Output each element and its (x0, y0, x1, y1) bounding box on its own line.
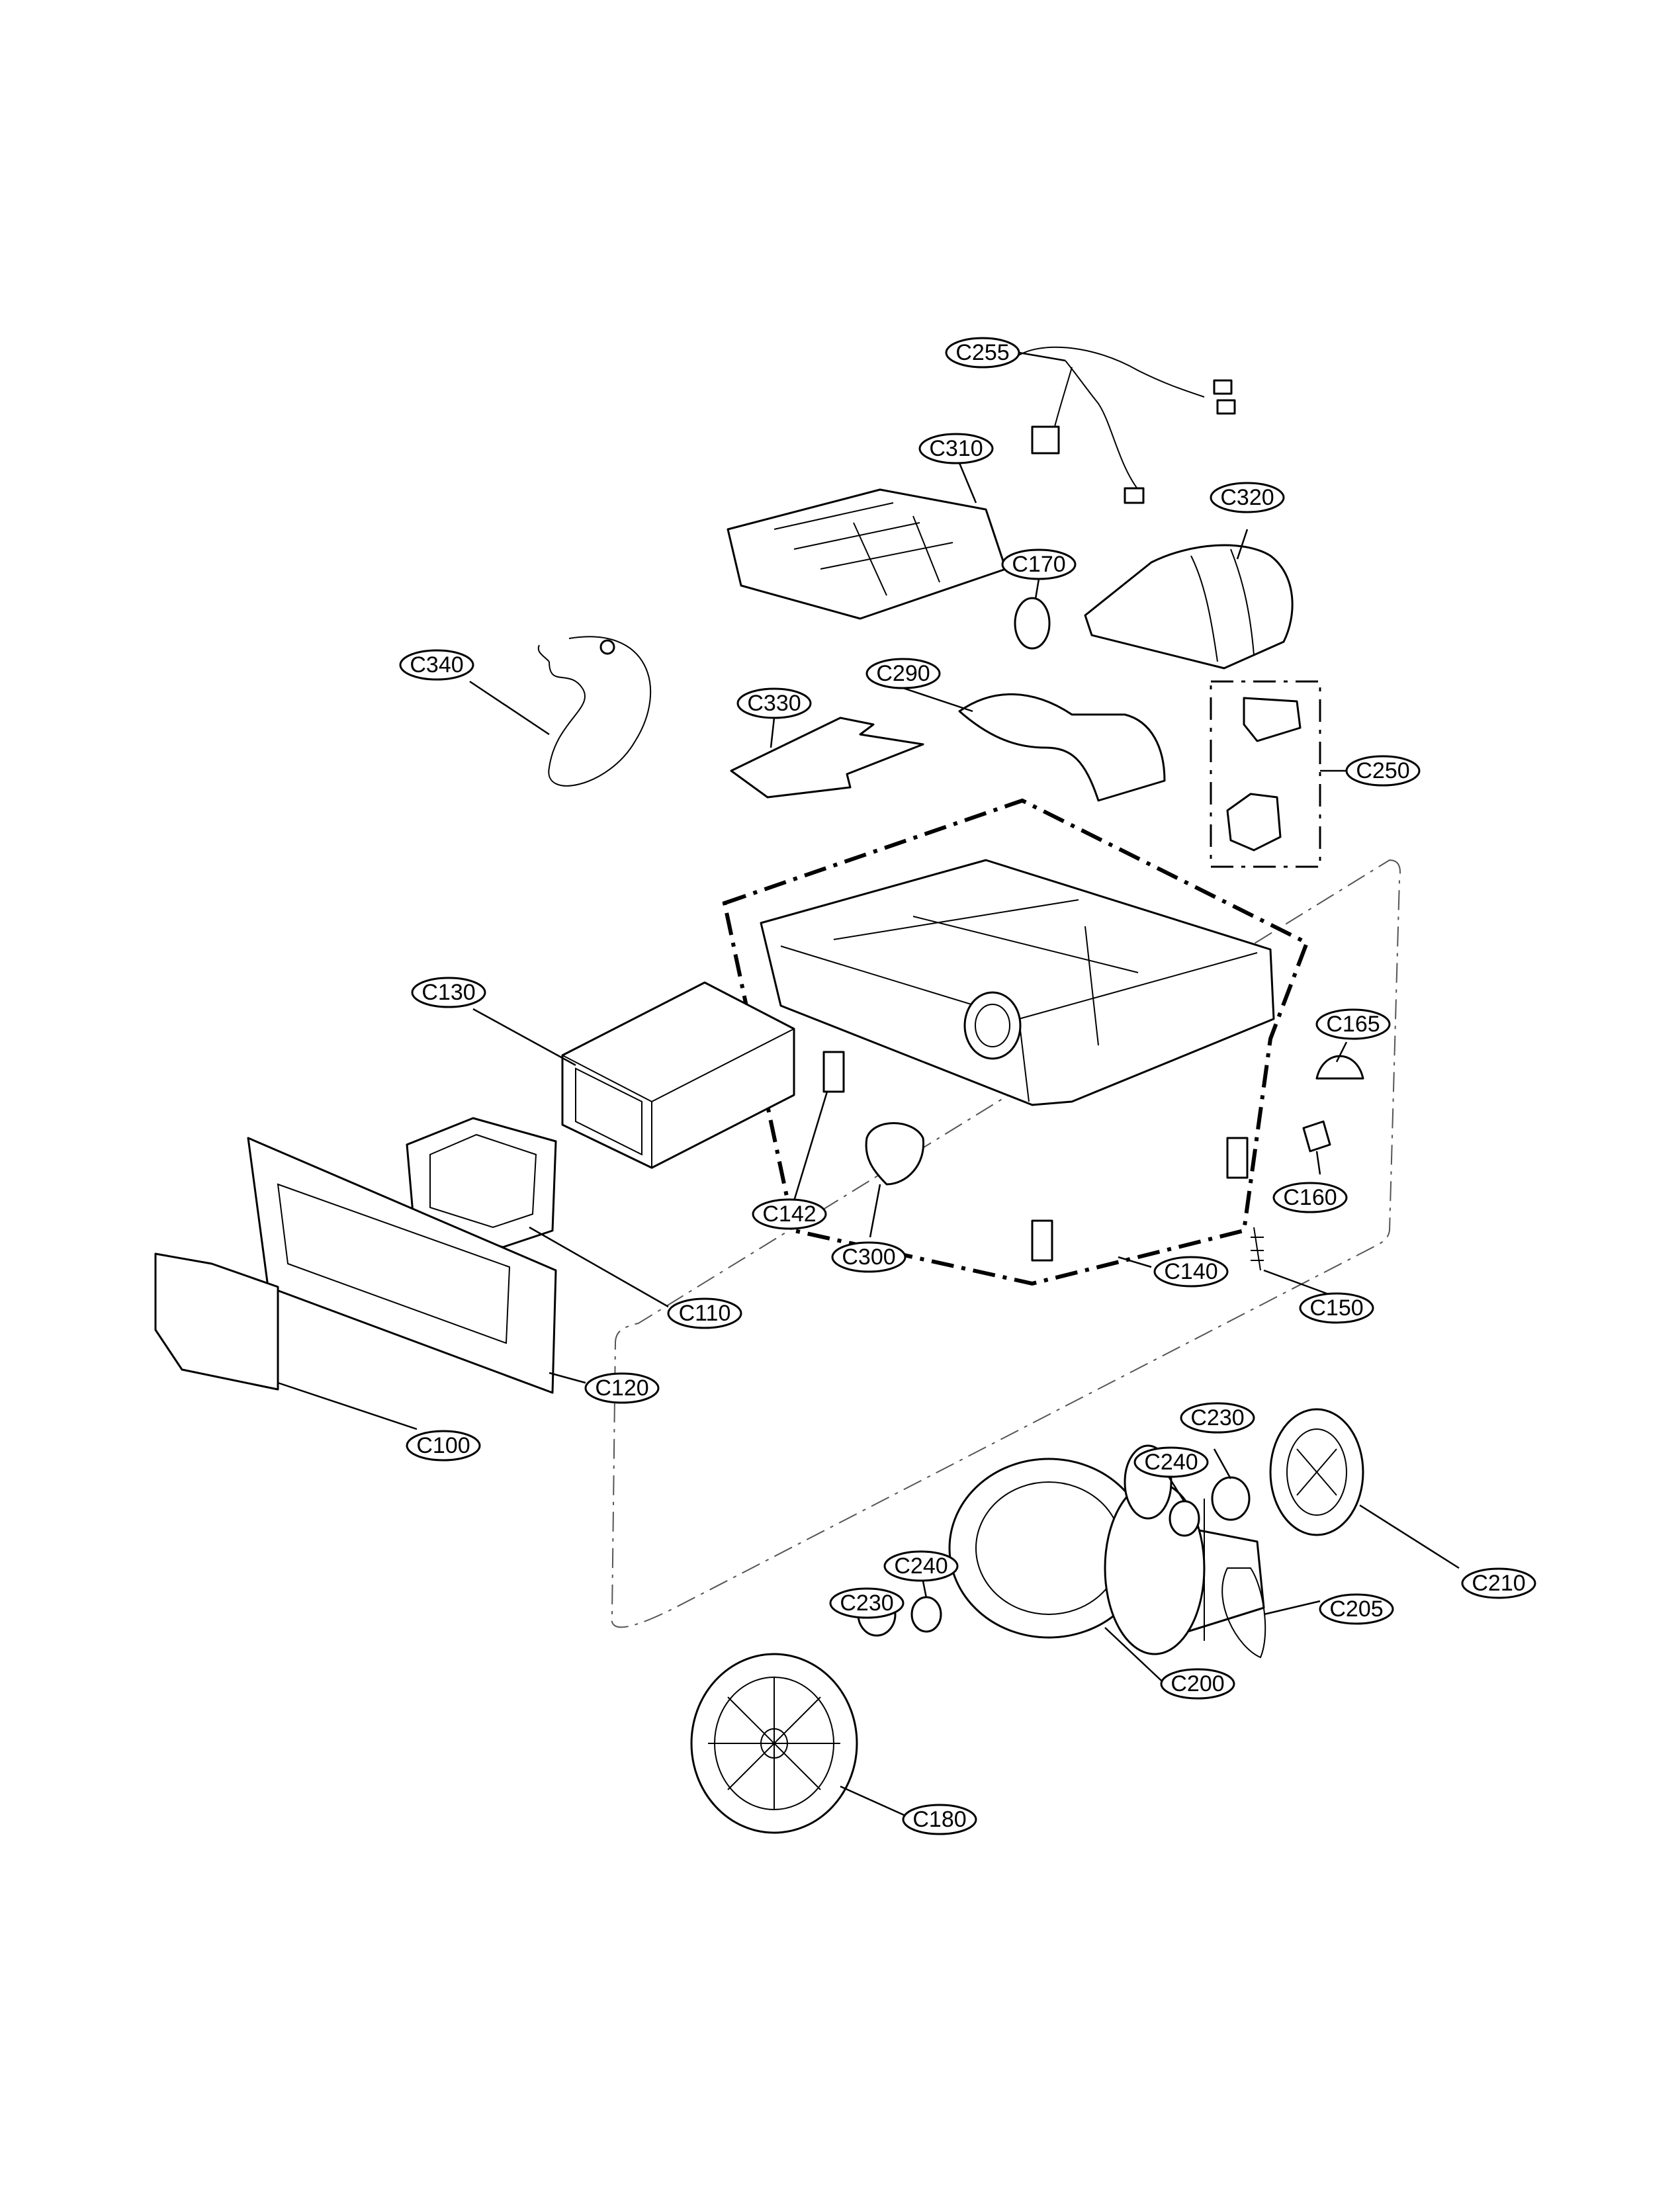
callout-C240-right: C240 (1133, 1446, 1209, 1478)
callout-C340: C340 (399, 649, 474, 681)
callout-label: C320 (1220, 485, 1274, 510)
callout-label: C205 (1329, 1597, 1383, 1622)
top-cover (727, 488, 1007, 620)
callout-C140: C140 (1153, 1256, 1229, 1288)
callout-label: C340 (410, 652, 463, 678)
callout-label: C142 (762, 1202, 816, 1227)
callout-label: C165 (1326, 1012, 1380, 1037)
blower-housing (1084, 544, 1294, 670)
base-assembly (760, 859, 1275, 1106)
hardware (822, 1051, 1364, 1271)
mounting-plate (730, 717, 924, 799)
front-panel (247, 1137, 557, 1394)
callout-C110: C110 (667, 1297, 742, 1329)
callout-label: C290 (876, 661, 930, 686)
callout-label: C255 (955, 340, 1009, 365)
callout-label: C150 (1309, 1295, 1363, 1321)
callout-label: C200 (1171, 1671, 1224, 1696)
callout-C180: C180 (902, 1804, 977, 1835)
motor-group-boundary (611, 859, 1401, 1628)
o-ring (1014, 597, 1051, 650)
callout-label: C160 (1283, 1185, 1337, 1210)
callout-C200: C200 (1160, 1668, 1235, 1700)
callout-label: C170 (1012, 552, 1065, 577)
callout-C120: C120 (584, 1372, 660, 1404)
callout-label: C250 (1356, 758, 1409, 783)
callout-C165: C165 (1315, 1008, 1391, 1040)
drain-hose (537, 636, 651, 787)
callout-label: C240 (894, 1553, 948, 1579)
callout-C230-left: C230 (829, 1587, 905, 1619)
callout-C142: C142 (752, 1198, 827, 1230)
wire-harness (1015, 346, 1236, 504)
callout-C210: C210 (1461, 1567, 1536, 1599)
access-door (154, 1252, 279, 1391)
callout-C170: C170 (1001, 548, 1077, 580)
callout-C300: C300 (831, 1241, 906, 1273)
drive-belt (1221, 1567, 1266, 1659)
callout-label: C110 (679, 1301, 731, 1326)
callout-C240-left: C240 (883, 1550, 959, 1582)
callout-C100: C100 (406, 1430, 481, 1462)
callout-C255: C255 (945, 337, 1020, 369)
callout-label: C230 (1190, 1405, 1244, 1430)
callout-C290: C290 (865, 658, 941, 689)
callout-C130: C130 (411, 977, 486, 1008)
callout-label: C140 (1164, 1259, 1217, 1284)
callout-label: C120 (595, 1376, 648, 1401)
callout-label: C310 (929, 436, 983, 461)
motor-assembly (948, 1444, 1265, 1655)
filter-box (561, 981, 795, 1169)
callout-label: C330 (747, 691, 801, 716)
callout-label: C300 (842, 1245, 895, 1270)
leader-lines (277, 351, 1460, 1817)
callout-C330: C330 (736, 687, 812, 719)
air-duct (958, 693, 1166, 802)
callout-C160: C160 (1272, 1182, 1348, 1213)
callout-C250: C250 (1345, 755, 1421, 787)
callout-label: C130 (421, 980, 475, 1005)
callout-C205: C205 (1319, 1593, 1394, 1625)
callout-C320: C320 (1210, 482, 1285, 513)
callout-C150: C150 (1299, 1292, 1374, 1324)
right-fan (1269, 1408, 1364, 1536)
callout-label: C230 (840, 1591, 893, 1616)
callout-label: C240 (1144, 1450, 1198, 1475)
callout-label: C180 (912, 1807, 966, 1832)
callout-C310: C310 (918, 433, 994, 464)
callout-C230-right: C230 (1180, 1402, 1255, 1434)
callout-label: C100 (416, 1433, 470, 1458)
callout-label: C210 (1472, 1571, 1525, 1596)
sensor-kit (1210, 680, 1321, 868)
left-fan (690, 1653, 858, 1834)
